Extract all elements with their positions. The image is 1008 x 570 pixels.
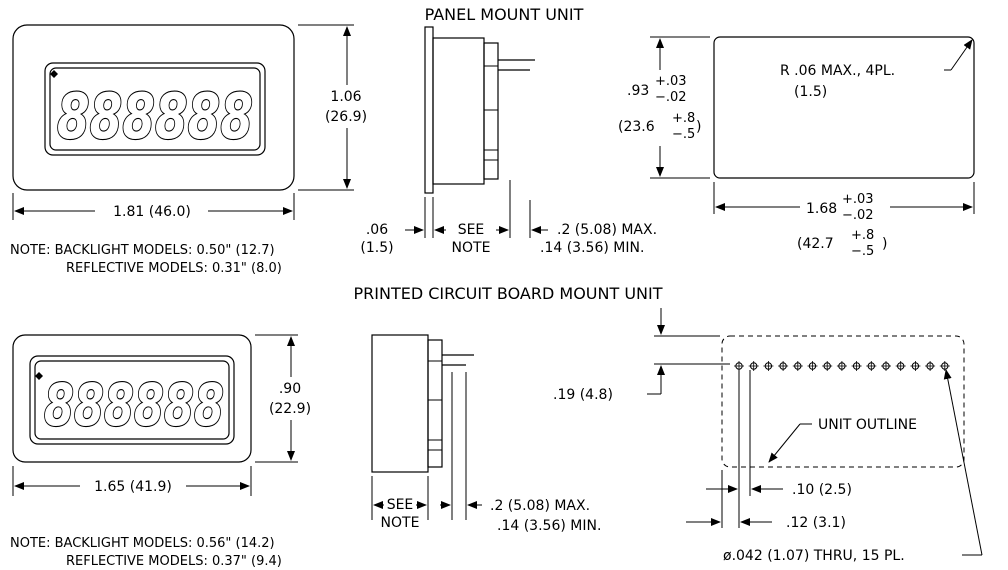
- panel-cutout-view: .93 +.03 −.02 (23.6 +.8 −.5 ) R .06 MAX.…: [618, 36, 975, 259]
- cutout-width-minus: −.02: [842, 208, 874, 223]
- cutout-radius-label: R .06 MAX., 4PL.: [780, 63, 895, 79]
- panel-cutout-outline: [713, 36, 975, 179]
- panel-mount-title: PANEL MOUNT UNIT: [425, 5, 584, 24]
- pcb-bezel-outline: [12, 334, 252, 463]
- cutout-height-tol-minus: −.02: [655, 90, 687, 105]
- cutout-height-tol-plus: +.03: [655, 74, 687, 89]
- cutout-width-mm: (42.7: [797, 236, 834, 252]
- pcb-note-line1: NOTE: BACKLIGHT MODELS: 0.56" (14.2): [10, 536, 275, 551]
- panel-side-pcb: [483, 42, 499, 180]
- pcb-note-line2: REFLECTIVE MODELS: 0.37" (9.4): [66, 554, 282, 569]
- pcb-side-board: [427, 339, 443, 468]
- panel-window-outer: [44, 62, 266, 156]
- panel-note-line1: NOTE: BACKLIGHT MODELS: 0.50" (12.7): [10, 243, 275, 258]
- cutout-height-in: .93: [627, 83, 649, 99]
- pcb-pin-min: .14 (3.56) MIN.: [497, 518, 601, 534]
- cutout-height-mm-close: ): [696, 119, 701, 135]
- cutout-height-mm-plus: +.8: [672, 111, 695, 126]
- cutout-width-plus: +.03: [842, 192, 874, 207]
- panel-note-line2: REFLECTIVE MODELS: 0.31" (8.0): [66, 261, 282, 276]
- pcb-see-note-2: NOTE: [381, 515, 420, 531]
- panel-bezel-thickness-mm: (1.5): [360, 240, 393, 256]
- panel-bezel-thickness-in: .06: [366, 222, 388, 238]
- cutout-width-mm-plus: +.8: [851, 228, 874, 243]
- panel-front-height-mm: (26.9): [325, 109, 367, 125]
- cutout-height-mm: (23.6: [618, 119, 655, 135]
- panel-see-note-1: SEE: [458, 222, 485, 238]
- pcb-pin-pitch: .10 (2.5): [792, 482, 852, 498]
- panel-lcd-digits: 888888: [57, 80, 253, 153]
- pcb-lcd-digits: 888888: [44, 371, 224, 439]
- panel-pin-max: .2 (5.08) MAX.: [557, 222, 657, 238]
- pcb-side-view: SEE NOTE .2 (5.08) MAX. .14 (3.56) MIN.: [371, 334, 601, 534]
- cutout-width-mm-minus: −.5: [851, 244, 874, 259]
- pcb-footprint-view: .19 (4.8) UNIT OUTLINE .10 (2.5) .12 (3.…: [553, 308, 983, 564]
- panel-side-body: [432, 37, 485, 185]
- cutout-radius-leader: [950, 39, 973, 71]
- pcb-first-hole-offset: .12 (3.1): [786, 515, 846, 531]
- panel-front-height-in: 1.06: [330, 89, 361, 105]
- cutout-width-mm-close: ): [882, 236, 887, 252]
- pin-hole-row: [734, 361, 950, 371]
- pcb-front-height-in: .90: [279, 381, 301, 397]
- panel-display-indicator: [50, 70, 58, 78]
- pcb-front-width-label: 1.65 (41.9): [94, 479, 172, 495]
- unit-outline-dashed: [721, 335, 965, 468]
- pcb-holes-spec: ø.042 (1.07) THRU, 15 PL.: [723, 548, 905, 564]
- pcb-see-note-1: SEE: [387, 497, 414, 513]
- panel-see-note-2: NOTE: [452, 240, 491, 256]
- panel-front-view: 888888 1.81 (46.0) 1.06 (26.9): [12, 24, 367, 220]
- unit-outline-label: UNIT OUTLINE: [818, 417, 917, 433]
- panel-pin-min: .14 (3.56) MIN.: [540, 240, 644, 256]
- pcb-side-body: [371, 334, 429, 473]
- panel-side-bezel: [424, 26, 434, 194]
- cutout-radius-mm: (1.5): [794, 84, 827, 100]
- cutout-height-mm-minus: −.5: [672, 127, 695, 142]
- pcb-pin-max: .2 (5.08) MAX.: [490, 498, 590, 514]
- pcb-mount-title: PRINTED CIRCUIT BOARD MOUNT UNIT: [354, 284, 663, 303]
- pcb-display-indicator: [35, 372, 43, 380]
- pcb-front-height-mm: (22.9): [269, 401, 311, 417]
- pcb-window-inner: [34, 360, 230, 440]
- pcb-row-offset: .19 (4.8): [553, 387, 613, 403]
- panel-bezel-outline: [12, 24, 295, 191]
- holes-leader: [943, 369, 983, 556]
- panel-window-inner: [49, 67, 261, 151]
- cutout-width-in: 1.68: [806, 201, 837, 217]
- pcb-front-view: 888888 1.65 (41.9) .90 (22.9): [12, 334, 311, 496]
- panel-front-width-label: 1.81 (46.0): [113, 204, 191, 220]
- pcb-window-outer: [29, 355, 235, 445]
- panel-side-view: .06 (1.5) SEE NOTE .2 (5.08) MAX. .14 (3…: [360, 26, 657, 256]
